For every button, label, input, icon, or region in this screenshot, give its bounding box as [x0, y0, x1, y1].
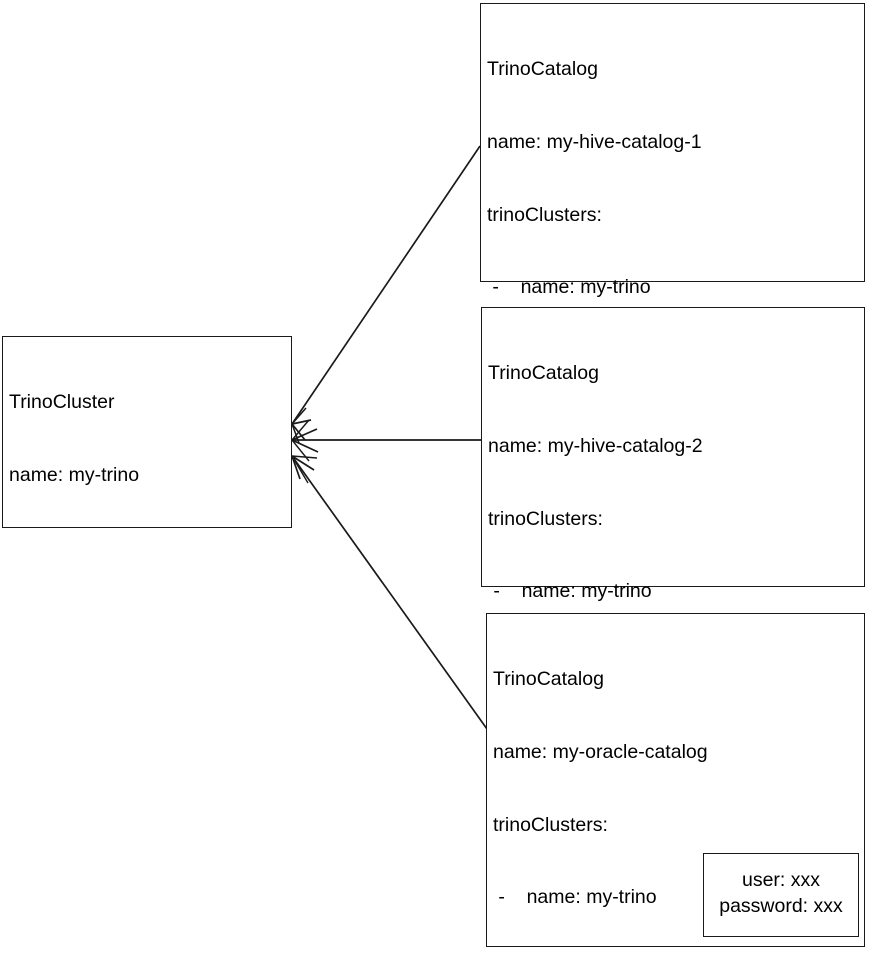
node-trino-catalog-my-hive-catalog-2[interactable]: TrinoCatalog name: my-hive-catalog-2 tri…	[481, 307, 865, 893]
edge-catalog1-to-cluster	[291, 145, 481, 444]
edge-catalog3-to-cluster	[291, 455, 488, 730]
node-trino-catalog-my-hive-catalog-1[interactable]: TrinoCatalog name: my-hive-catalog-1 tri…	[480, 3, 865, 661]
catalog-1-line-trinoclusters: trinoClusters:	[487, 203, 602, 226]
catalog-2-line-trinoclusters: trinoClusters:	[488, 507, 603, 530]
catalog-2-line-name: name: my-hive-catalog-2	[488, 435, 703, 458]
cluster-line-kind: TrinoCluster	[9, 391, 115, 414]
catalog-3-line-trinoclusters: trinoClusters:	[493, 813, 608, 836]
secret-line-user: user: xxx	[741, 869, 821, 891]
catalog-3-yaml: TrinoCatalog name: my-oracle-catalog tri…	[493, 619, 828, 954]
trino-cluster-yaml: TrinoCluster name: my-trino	[9, 342, 139, 536]
secret-yaml: user: xxx password: xxx	[704, 867, 858, 919]
catalog-2-line-cluster-ref: - name: my-trino	[488, 580, 652, 603]
catalog-3-line-kind: TrinoCatalog	[493, 668, 604, 691]
catalog-1-line-cluster-ref: - name: my-trino	[487, 276, 651, 299]
secret-line-password: password: xxx	[719, 895, 843, 917]
catalog-3-line-name: name: my-oracle-catalog	[493, 741, 708, 764]
node-oracle-credentials-secret[interactable]: user: xxx password: xxx	[703, 853, 859, 937]
catalog-3-line-cluster-ref: - name: my-trino	[493, 886, 657, 909]
catalog-2-line-kind: TrinoCatalog	[488, 362, 599, 385]
node-trino-catalog-my-oracle-catalog[interactable]: TrinoCatalog name: my-oracle-catalog tri…	[486, 613, 865, 947]
edge-catalog2-to-cluster	[291, 419, 481, 462]
cluster-line-name: name: my-trino	[9, 464, 140, 487]
node-trino-cluster[interactable]: TrinoCluster name: my-trino	[2, 336, 292, 528]
catalog-1-line-name: name: my-hive-catalog-1	[487, 131, 702, 154]
catalog-1-line-kind: TrinoCatalog	[487, 58, 598, 81]
